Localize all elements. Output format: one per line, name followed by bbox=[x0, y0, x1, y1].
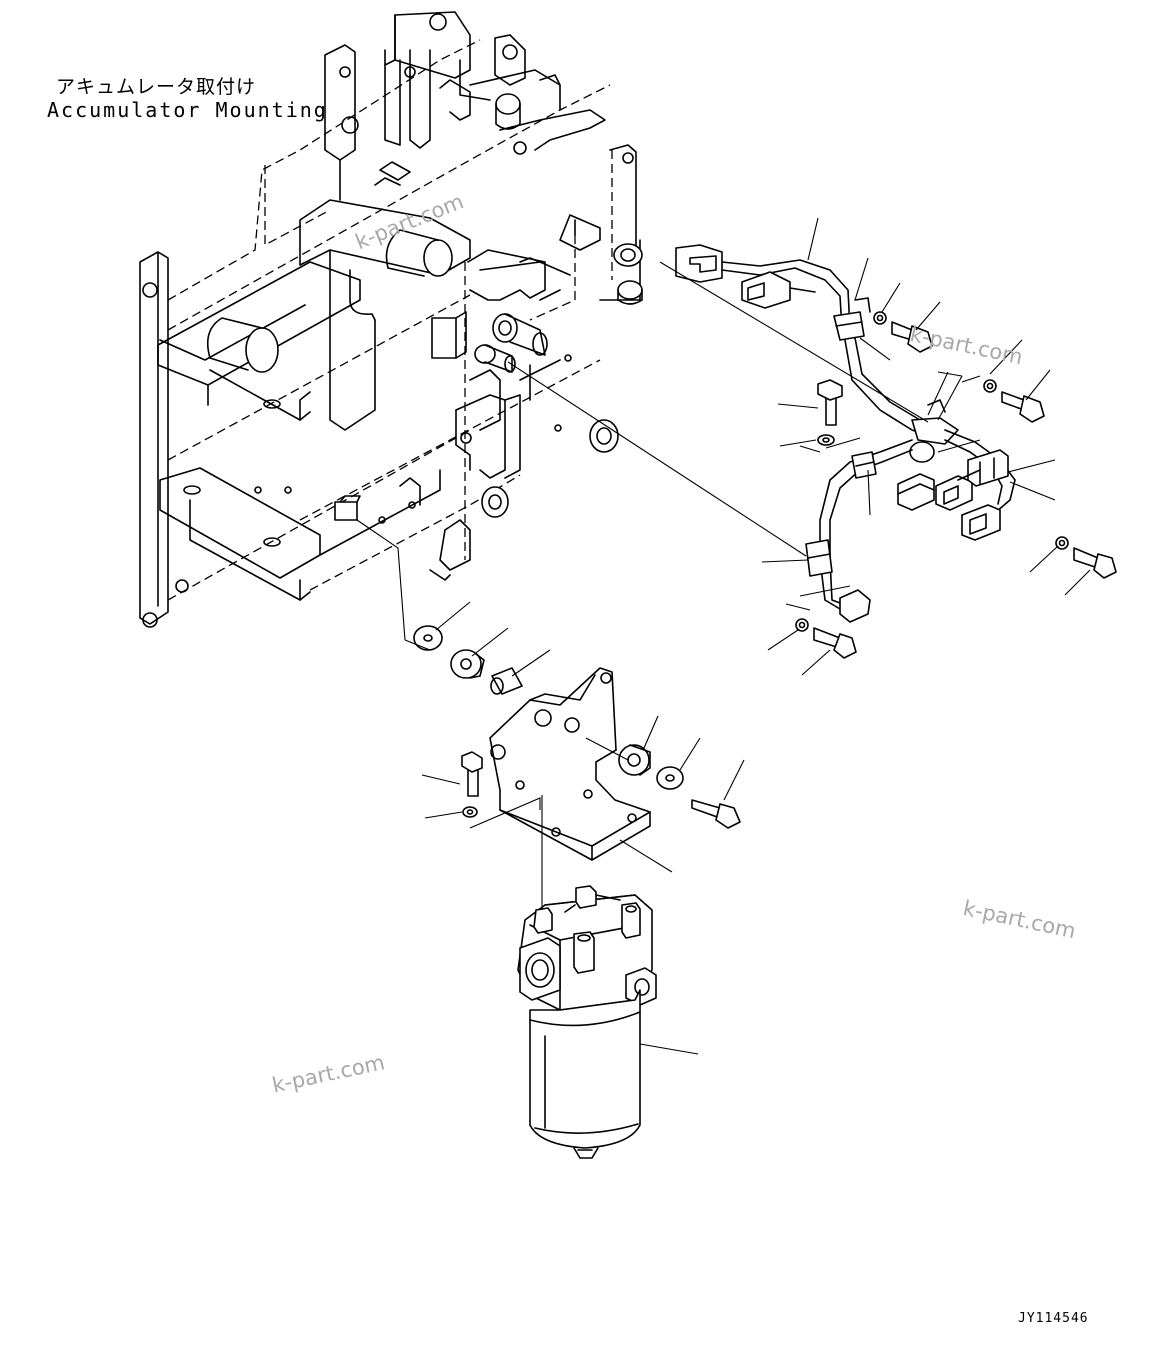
assembly-center-lines bbox=[356, 261, 981, 910]
frame-assembly bbox=[139, 11, 643, 628]
fasteners bbox=[413, 311, 1117, 829]
diagram-title-japanese: アキュムレータ取付け bbox=[56, 76, 257, 98]
accumulator-filter bbox=[517, 885, 657, 1159]
part-leader-lines bbox=[421, 217, 1091, 1055]
mounting-bracket bbox=[489, 667, 651, 861]
drawing-code: JY114546 bbox=[1018, 1311, 1089, 1326]
diagram-title-english: Accumulator Mounting bbox=[47, 98, 328, 122]
wiring-harness bbox=[675, 244, 1016, 623]
